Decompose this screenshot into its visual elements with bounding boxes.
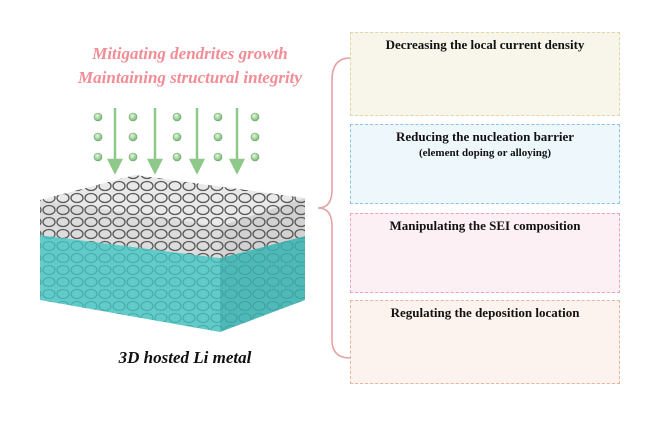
panel-current-density: Decreasing the local current density [350, 32, 620, 116]
panel-title: Manipulating the SEI composition [389, 218, 581, 233]
heading-line-1: Mitigating dendrites growth [92, 44, 288, 63]
li-ion-dots [93, 112, 260, 162]
heading-line-2: Maintaining structural integrity [78, 68, 302, 87]
bracket-connector [317, 57, 351, 359]
panel-nucleation-barrier: Reducing the nucleation barrier (element… [350, 124, 620, 204]
figure-caption: 3D hosted Li metal [118, 348, 252, 367]
panel-sei-composition: Manipulating the SEI composition [350, 213, 620, 293]
host-3d-block [40, 175, 305, 332]
flux-arrows [106, 108, 246, 175]
panel-title: Reducing the nucleation barrier [395, 129, 574, 144]
panel-title: Decreasing the local current density [385, 37, 585, 52]
li-ion-flux [93, 108, 260, 175]
panel-subtitle: (element doping or alloying) [418, 147, 552, 159]
panel-deposition-location: Regulating the deposition location [350, 300, 620, 384]
panel-title: Regulating the deposition location [390, 305, 580, 320]
